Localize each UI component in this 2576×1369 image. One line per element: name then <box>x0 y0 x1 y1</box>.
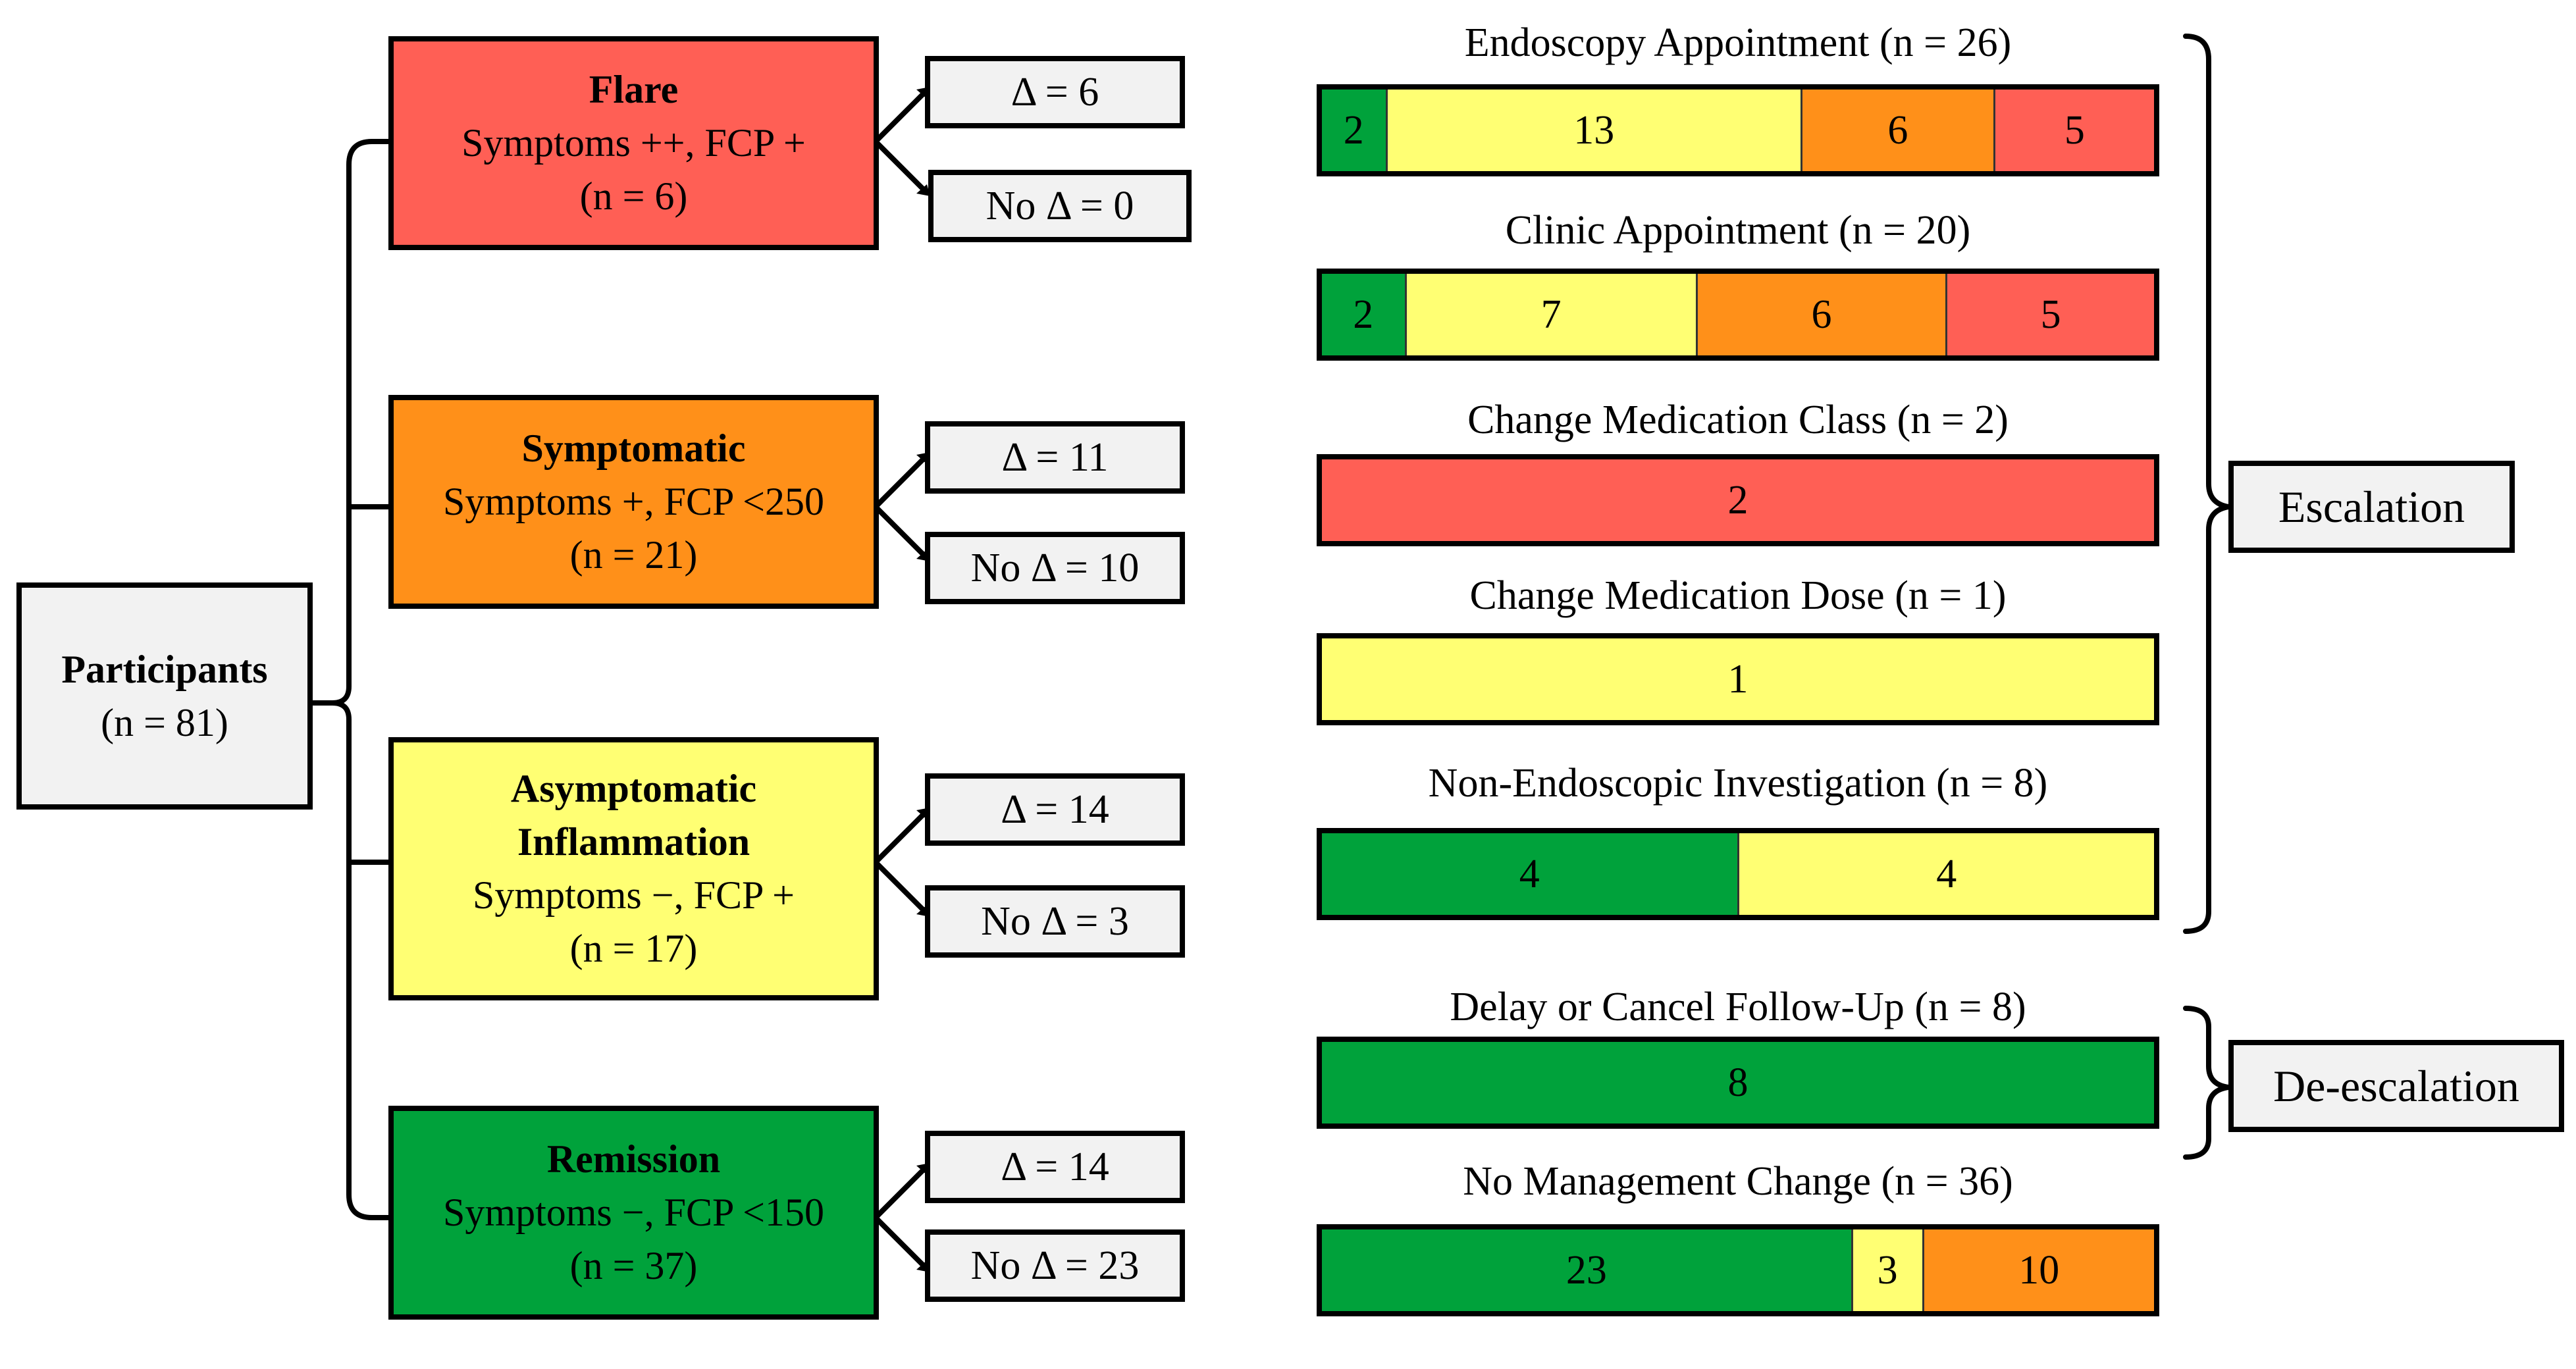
bar-title: No Management Change (n = 36) <box>1463 1159 2013 1204</box>
asymptomatic-no-change-box: No Δ = 3 <box>925 885 1185 958</box>
flare-no-change-box: No Δ = 0 <box>928 170 1192 242</box>
bar-segment: 6 <box>1695 274 1946 355</box>
bar-title: Clinic Appointment (n = 20) <box>1505 208 1971 253</box>
bar-title: Delay or Cancel Follow-Up (n = 8) <box>1450 985 2026 1029</box>
bar-segment: 3 <box>1851 1229 1922 1311</box>
asymptomatic-change-box: Δ = 14 <box>925 773 1185 846</box>
symptomatic-change-box: Δ = 11 <box>925 421 1185 494</box>
bar-segment: 5 <box>1993 90 2154 171</box>
change-label: Δ = 6 <box>1011 69 1099 115</box>
participants-box: Participants (n = 81) <box>16 582 313 810</box>
no-change-label: No Δ = 3 <box>981 898 1129 944</box>
bar-segment: 2 <box>1322 90 1386 171</box>
state-criteria: Symptoms −, FCP <150 <box>443 1191 824 1234</box>
bar-segment: 1 <box>1322 638 2154 720</box>
participants-count: (n = 81) <box>101 700 228 744</box>
state-title-line1: Asymptomatic <box>510 767 757 810</box>
state-title: Symptomatic <box>521 426 746 470</box>
state-count: (n = 21) <box>569 533 698 577</box>
bar-title: Non-Endoscopic Investigation (n = 8) <box>1428 761 2048 806</box>
state-criteria: Symptoms +, FCP <250 <box>443 480 824 523</box>
change-label: Δ = 14 <box>1001 1144 1109 1189</box>
bar-segment: 4 <box>1737 833 2154 915</box>
bar-segment: 13 <box>1385 90 1801 171</box>
bar-segment: 6 <box>1801 90 1993 171</box>
remission-fork <box>873 1166 928 1270</box>
bar-segment: 4 <box>1322 833 1737 915</box>
bar-med-class: 2 <box>1317 454 2159 546</box>
deescalation-label: De-escalation <box>2273 1060 2519 1111</box>
bar-segment: 10 <box>1922 1229 2154 1311</box>
bar-med-dose: 1 <box>1317 633 2159 725</box>
deescalation-label-box: De-escalation <box>2228 1040 2564 1132</box>
bar-segment: 2 <box>1322 274 1405 355</box>
bar-segment: 5 <box>1945 274 2154 355</box>
bar-title: Change Medication Class (n = 2) <box>1467 398 2009 442</box>
escalation-bracket <box>2183 34 2231 934</box>
state-asymptomatic-box: Asymptomatic Inflammation Symptoms −, FC… <box>388 737 879 1000</box>
bar-segment: 2 <box>1322 459 2154 541</box>
state-remission-box: Remission Symptoms −, FCP <150 (n = 37) <box>388 1106 879 1320</box>
state-criteria: Symptoms ++, FCP + <box>461 121 806 165</box>
state-criteria: Symptoms −, FCP + <box>473 873 795 917</box>
state-symptomatic-box: Symptomatic Symptoms +, FCP <250 (n = 21… <box>388 395 879 609</box>
bar-title: Endoscopy Appointment (n = 26) <box>1464 20 2012 65</box>
state-count: (n = 6) <box>579 174 688 218</box>
remission-no-change-box: No Δ = 23 <box>925 1229 1185 1302</box>
no-change-label: No Δ = 0 <box>986 183 1134 228</box>
bar-delay-cancel: 8 <box>1317 1037 2159 1129</box>
remission-change-box: Δ = 14 <box>925 1131 1185 1203</box>
no-change-label: No Δ = 23 <box>970 1243 1140 1288</box>
escalation-label-box: Escalation <box>2228 461 2515 553</box>
state-count: (n = 37) <box>569 1244 698 1287</box>
change-label: Δ = 14 <box>1001 787 1109 832</box>
bar-segment: 7 <box>1404 274 1696 355</box>
flare-fork <box>873 90 928 194</box>
symptomatic-fork <box>873 455 928 559</box>
change-label: Δ = 11 <box>1001 434 1109 480</box>
flare-change-box: Δ = 6 <box>925 56 1185 128</box>
asymptomatic-fork <box>873 810 928 914</box>
bar-title: Change Medication Dose (n = 1) <box>1469 573 2007 618</box>
state-count: (n = 17) <box>569 927 698 970</box>
no-change-label: No Δ = 10 <box>970 545 1140 590</box>
deescalation-bracket <box>2183 1006 2231 1160</box>
bar-segment: 23 <box>1322 1229 1851 1311</box>
escalation-label: Escalation <box>2278 481 2465 532</box>
participants-label: Participants <box>61 647 268 691</box>
participants-brace <box>310 139 391 706</box>
state-title: Flare <box>589 68 679 111</box>
state-title: Remission <box>546 1137 721 1181</box>
state-title-line2: Inflammation <box>517 820 750 864</box>
bar-segment: 8 <box>1322 1042 2154 1124</box>
state-flare-box: Flare Symptoms ++, FCP + (n = 6) <box>388 36 879 250</box>
symptomatic-no-change-box: No Δ = 10 <box>925 532 1185 604</box>
